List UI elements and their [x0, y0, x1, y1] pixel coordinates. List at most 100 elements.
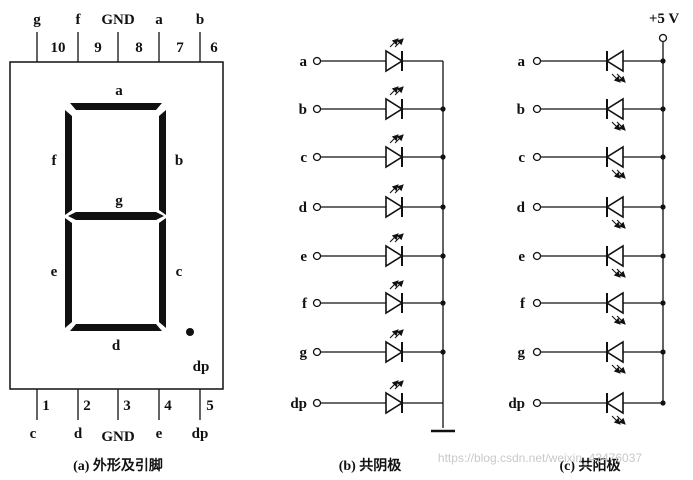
light-arrow-icon — [389, 280, 399, 290]
diode-triangle — [605, 291, 624, 315]
junction-dot — [660, 300, 666, 306]
input-terminal — [532, 104, 542, 114]
led-row: dp — [290, 380, 443, 415]
input-terminal — [532, 56, 542, 66]
caption-c: (c) 共阳极 — [559, 457, 621, 474]
light-arrow-icon — [394, 380, 404, 390]
top-pin-number: 10 — [51, 40, 66, 56]
diode-triangle — [385, 145, 404, 169]
light-arrow-icon — [611, 219, 621, 229]
bottom-pin-number: 2 — [83, 398, 91, 414]
input-label: d — [299, 200, 308, 216]
light-arrow-icon — [616, 169, 626, 179]
diode-triangle — [385, 97, 404, 121]
input-terminal — [312, 152, 322, 162]
led-row: f — [520, 291, 666, 325]
segment-label-dp: dp — [193, 359, 210, 375]
bottom-pin-letter: d — [74, 426, 83, 442]
bottom-pin-number: 3 — [123, 398, 131, 414]
led-row: c — [518, 145, 666, 179]
input-terminal — [312, 104, 322, 114]
light-arrow-icon — [389, 86, 399, 96]
light-arrow-icon — [389, 38, 399, 48]
diode-triangle — [385, 340, 404, 364]
light-arrow-icon — [389, 184, 399, 194]
display-body — [9, 61, 224, 390]
light-arrow-icon — [611, 268, 621, 278]
led-row: a — [300, 38, 443, 73]
caption-b: (b) 共阴极 — [339, 457, 403, 474]
top-pin-letter: g — [33, 12, 41, 28]
top-pin-letter: a — [155, 12, 163, 28]
diode-triangle — [605, 340, 624, 364]
light-arrow-icon — [611, 73, 621, 83]
junction-dot — [440, 154, 446, 160]
junction-dot — [440, 204, 446, 210]
led-row: e — [300, 233, 446, 268]
segment-label-c: c — [176, 264, 183, 280]
input-terminal — [532, 298, 542, 308]
led-row: a — [518, 49, 666, 83]
segment-e — [65, 218, 72, 328]
bottom-pin-number: 4 — [164, 398, 172, 414]
segment-b — [159, 110, 166, 215]
diode-triangle — [385, 244, 404, 268]
input-terminal — [312, 298, 322, 308]
junction-dot — [440, 253, 446, 259]
input-label: c — [300, 150, 307, 166]
junction-dot — [440, 349, 446, 355]
segment-label-f: f — [52, 153, 58, 169]
diode-triangle — [605, 97, 624, 121]
input-terminal — [532, 347, 542, 357]
light-arrow-icon — [611, 364, 621, 374]
led-row: g — [300, 329, 446, 364]
segment-g — [68, 212, 164, 220]
light-arrow-icon — [611, 415, 621, 425]
input-label: e — [518, 249, 525, 265]
input-label: a — [300, 54, 308, 70]
top-pin-number: 6 — [210, 40, 218, 56]
light-arrow-icon — [389, 134, 399, 144]
input-label: b — [517, 102, 525, 118]
input-label: d — [517, 200, 526, 216]
light-arrow-icon — [616, 315, 626, 325]
light-arrow-icon — [394, 233, 404, 243]
segment-label-g: g — [115, 193, 123, 209]
junction-dot — [440, 106, 446, 112]
supply-terminal — [658, 33, 668, 43]
top-pin-number: 7 — [176, 40, 184, 56]
top-pin-leads — [36, 32, 201, 62]
light-arrow-icon — [394, 134, 404, 144]
led-row: g — [518, 340, 666, 374]
junction-dot — [660, 106, 666, 112]
input-terminal — [312, 251, 322, 261]
led-row: c — [300, 134, 446, 169]
led-row: d — [517, 195, 666, 229]
bottom-pin-letter: GND — [101, 429, 135, 445]
input-terminal — [312, 56, 322, 66]
light-arrow-icon — [616, 219, 626, 229]
top-pin-letter: GND — [101, 12, 135, 28]
junction-dot — [660, 154, 666, 160]
led-row: f — [302, 280, 446, 315]
led-row: b — [299, 86, 446, 121]
input-terminal — [312, 398, 322, 408]
light-arrow-icon — [611, 169, 621, 179]
junction-dot — [660, 349, 666, 355]
segment-c — [159, 218, 166, 328]
diode-triangle — [605, 49, 624, 73]
input-terminal — [312, 202, 322, 212]
light-arrow-icon — [616, 415, 626, 425]
bottom-pin-letter: dp — [192, 426, 209, 442]
led-row: e — [518, 244, 666, 278]
light-arrow-icon — [389, 233, 399, 243]
input-label: g — [300, 345, 308, 361]
junction-dot — [660, 400, 666, 406]
top-pin-letter: f — [76, 12, 82, 28]
segment-label-e: e — [51, 264, 58, 280]
input-terminal — [312, 347, 322, 357]
segment-dp-dot — [186, 328, 194, 336]
panel-a-package: g f GND a b 10 9 8 7 6 1 2 3 4 5 c d GND… — [9, 12, 224, 474]
diode-triangle — [605, 195, 624, 219]
